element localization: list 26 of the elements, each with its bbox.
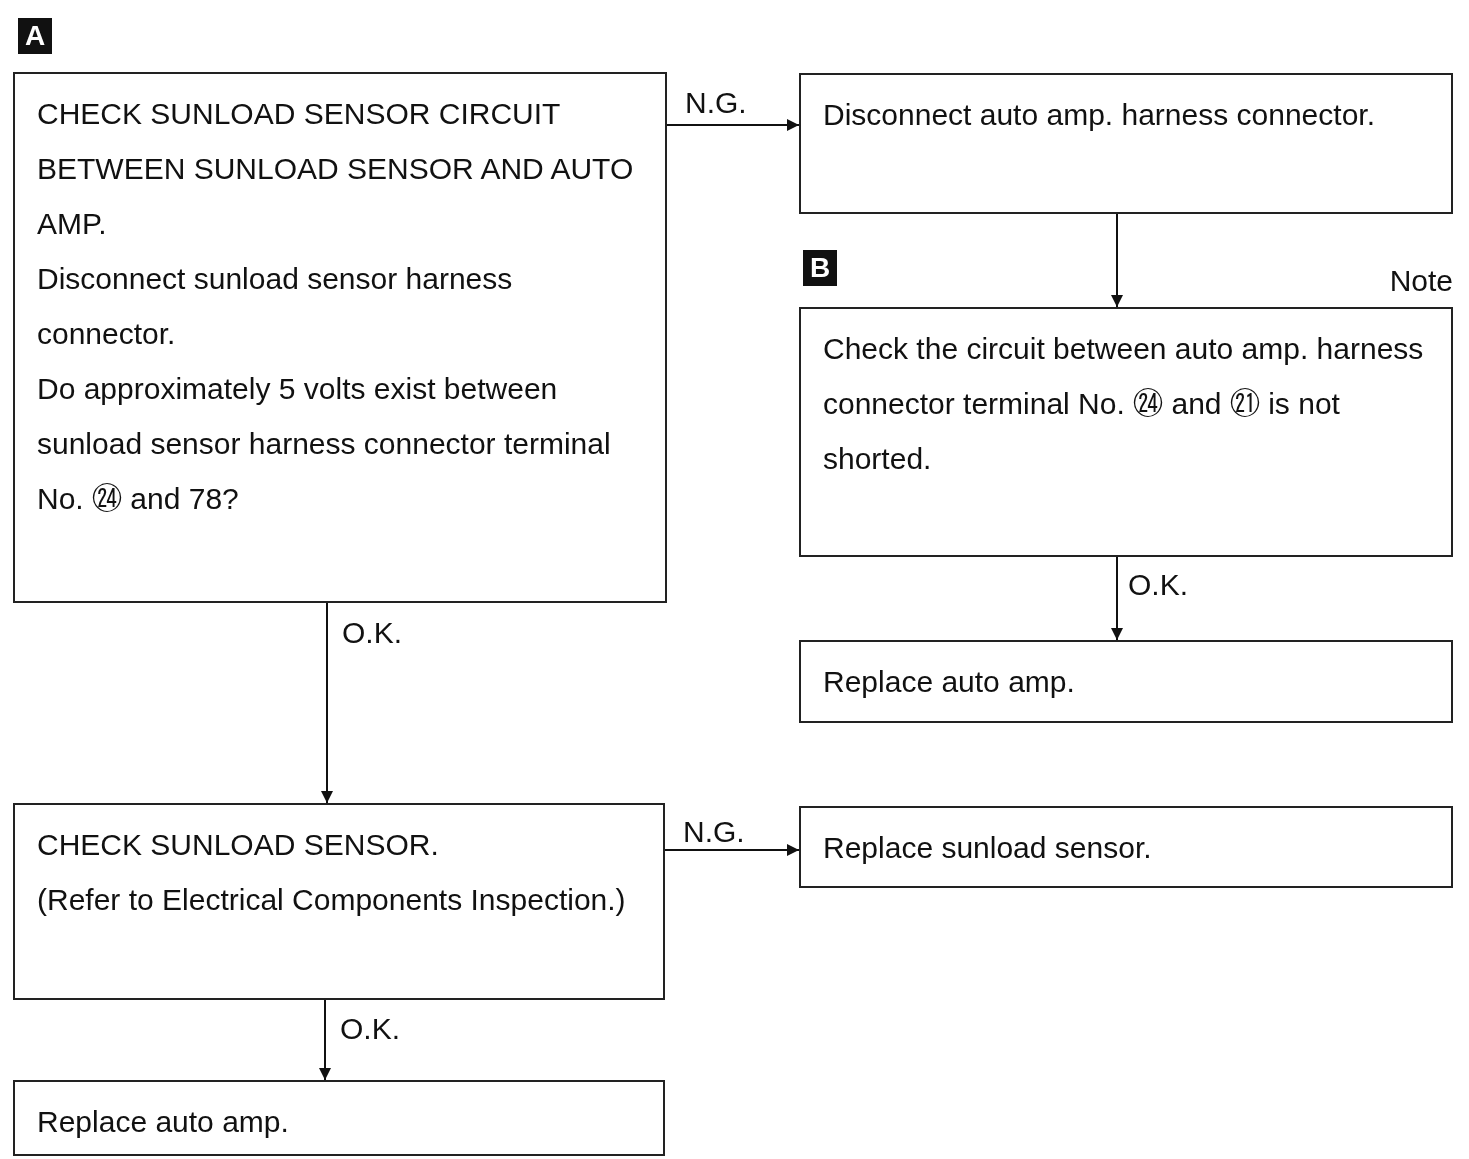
step-text: (Refer to Electrical Components Inspection.) xyxy=(37,882,627,918)
section-marker: B xyxy=(803,250,837,286)
process-box xyxy=(799,806,1453,888)
step-text: Replace sunload sensor. xyxy=(823,830,1153,866)
arrow xyxy=(319,999,331,1081)
step-text: Disconnect auto amp. harness connector. xyxy=(823,97,1376,133)
process-box xyxy=(13,72,667,603)
process-box xyxy=(799,73,1453,214)
step-text: Replace auto amp. xyxy=(37,1104,290,1140)
arrow xyxy=(666,119,800,131)
process-box xyxy=(13,803,665,1000)
step-text: Do approximately 5 volts exist between sunload sensor harness connector terminal No. ㉔ and 78? xyxy=(37,371,612,517)
step-text: CHECK SUNLOAD SENSOR. xyxy=(37,827,440,863)
process-box xyxy=(799,307,1453,557)
step-text: Replace auto amp. xyxy=(823,664,1076,700)
step-text: Check the circuit between auto amp. harness connector terminal No. ㉔ and ㉑ is not shorted. xyxy=(823,331,1425,477)
step-text: CHECK SUNLOAD SENSOR CIRCUIT BETWEEN SUNLOAD SENSOR AND AUTO AMP. xyxy=(37,96,635,242)
process-box xyxy=(799,640,1453,723)
note-label: Note xyxy=(1389,263,1453,299)
arrow xyxy=(664,844,800,856)
section-marker: A xyxy=(18,18,52,54)
arrow xyxy=(1111,556,1123,641)
step-text: Disconnect sunload sensor harness connector. xyxy=(37,261,514,352)
arrow xyxy=(1111,213,1123,308)
arrow xyxy=(321,602,333,804)
process-box xyxy=(13,1080,665,1156)
